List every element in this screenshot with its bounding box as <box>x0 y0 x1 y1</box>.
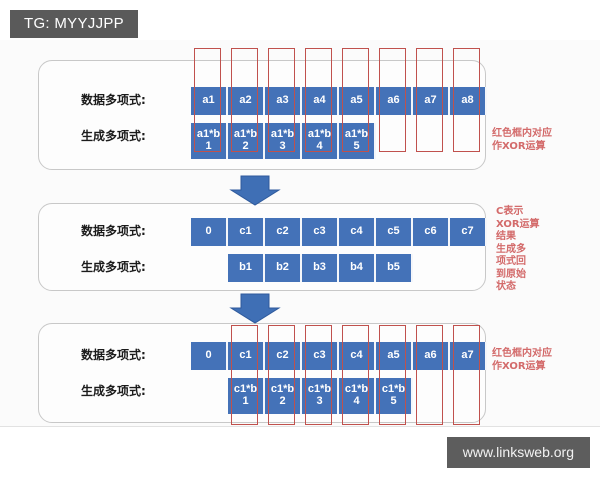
panel-middle-generator-polynomial-row-cell: b2 <box>265 254 302 282</box>
cell-value: b4 <box>350 261 363 274</box>
cell-value: a7 <box>424 94 437 107</box>
panel-middle-generator-polynomial-row-label: 生成多项式: <box>81 260 146 274</box>
panel-middle-data-polynomial-row-label: 数据多项式: <box>81 224 146 238</box>
panel-middle-data-polynomial-row-cell: c6 <box>413 218 450 246</box>
panel-bottom-data-polynomial-row-cell: c4 <box>339 342 376 370</box>
panel-middle-data-polynomial-row-cell: c3 <box>302 218 339 246</box>
panel-bottom-data-polynomial-row-cell: c1 <box>228 342 265 370</box>
panel-middle-generator-polynomial-row-cell: b3 <box>302 254 339 282</box>
cell-value: a1 <box>202 94 215 107</box>
cell-value: a4 <box>313 94 326 107</box>
panel-top-data-polynomial-row-cell: a7 <box>413 87 450 115</box>
panel-bottom-generator-polynomial-row-label: 生成多项式: <box>81 384 146 398</box>
cell-value: 0 <box>205 349 212 362</box>
panel-top-generator-polynomial-row-label: 生成多项式: <box>81 129 146 143</box>
panel-middle-generator-polynomial-row-cell: b1 <box>228 254 265 282</box>
panel-middle-data-polynomial-row-cell: c1 <box>228 218 265 246</box>
cell-value: c2 <box>276 349 289 362</box>
panel-bottom-data-polynomial-row-cell: a6 <box>413 342 450 370</box>
cell-value: a5 <box>387 349 400 362</box>
panel-top-data-polynomial-row-cell: a5 <box>339 87 376 115</box>
cell-value: c1 <box>239 349 252 362</box>
cell-value: a5 <box>350 94 363 107</box>
cell-value: b2 <box>276 261 289 274</box>
panel-middle-annotation: C表示 XOR运算 结果 生成多 项式回 到原始 状态 <box>496 206 540 292</box>
cell-value: b5 <box>387 261 400 274</box>
panel-bottom-data-polynomial-row-cell: c3 <box>302 342 339 370</box>
panel-bottom-data-polynomial-row-cell: 0 <box>191 342 228 370</box>
cell-value: a8 <box>461 94 474 107</box>
panel-top-data-polynomial-row-cell: a8 <box>450 87 487 115</box>
arrow-step-1-icon <box>229 175 281 206</box>
cell-value: a7 <box>461 349 474 362</box>
cell-value: c3 <box>313 349 326 362</box>
cell-value: c4 <box>350 349 363 362</box>
cell-value: c7 <box>461 225 474 238</box>
panel-middle-data-polynomial-row-cell: c2 <box>265 218 302 246</box>
cell-value: c6 <box>424 225 437 238</box>
panel-top-data-polynomial-row-label: 数据多项式: <box>81 93 146 107</box>
cell-value: a2 <box>239 94 252 107</box>
cell-value: b3 <box>313 261 326 274</box>
panel-middle-data-polynomial-row-cell: c4 <box>339 218 376 246</box>
panel-top-data-polynomial-row-cell: a2 <box>228 87 265 115</box>
panel-bottom-data-polynomial-row-cell: a7 <box>450 342 487 370</box>
panel-middle-generator-polynomial-row-cell: b4 <box>339 254 376 282</box>
panel-top-data-polynomial-row-cell: a4 <box>302 87 339 115</box>
cell-value: c5 <box>387 225 400 238</box>
cell-value: c1 <box>239 225 252 238</box>
cell-value: a6 <box>424 349 437 362</box>
panel-bottom-annotation: 红色框内对应 作XOR运算 <box>492 348 552 372</box>
cell-value: 0 <box>205 225 212 238</box>
panel-top-data-polynomial-row-cell: a3 <box>265 87 302 115</box>
panel-middle-generator-polynomial-row-cell: b5 <box>376 254 413 282</box>
panel-top-annotation: 红色框内对应 作XOR运算 <box>492 128 552 152</box>
cell-value: a6 <box>387 94 400 107</box>
panel-top-data-polynomial-row-cell: a6 <box>376 87 413 115</box>
arrow-step-2-icon <box>229 293 281 324</box>
cell-value: a3 <box>276 94 289 107</box>
panel-middle: 数据多项式: 0 c1 c2 c3 c4 c5 c6 c7 生成多项式: b1 b2 b3 b4 b5 <box>38 203 487 291</box>
panel-middle-data-polynomial-row-cell: c7 <box>450 218 487 246</box>
panel-bottom-data-polynomial-row-cell: c2 <box>265 342 302 370</box>
tg-badge: TG: MYYJJPP <box>10 10 138 38</box>
panel-top-data-polynomial-row-cell: a1 <box>191 87 228 115</box>
panel-middle-data-polynomial-row-cell: c5 <box>376 218 413 246</box>
cell-value: b1 <box>239 261 252 274</box>
cell-value: c3 <box>313 225 326 238</box>
panel-bottom-data-polynomial-row-label: 数据多项式: <box>81 348 146 362</box>
cell-value: c4 <box>350 225 363 238</box>
watermark-linksweb: www.linksweb.org <box>446 437 590 468</box>
panel-bottom-data-polynomial-row-cell: a5 <box>376 342 413 370</box>
panel-middle-data-polynomial-row-cell: 0 <box>191 218 228 246</box>
cell-value: c2 <box>276 225 289 238</box>
